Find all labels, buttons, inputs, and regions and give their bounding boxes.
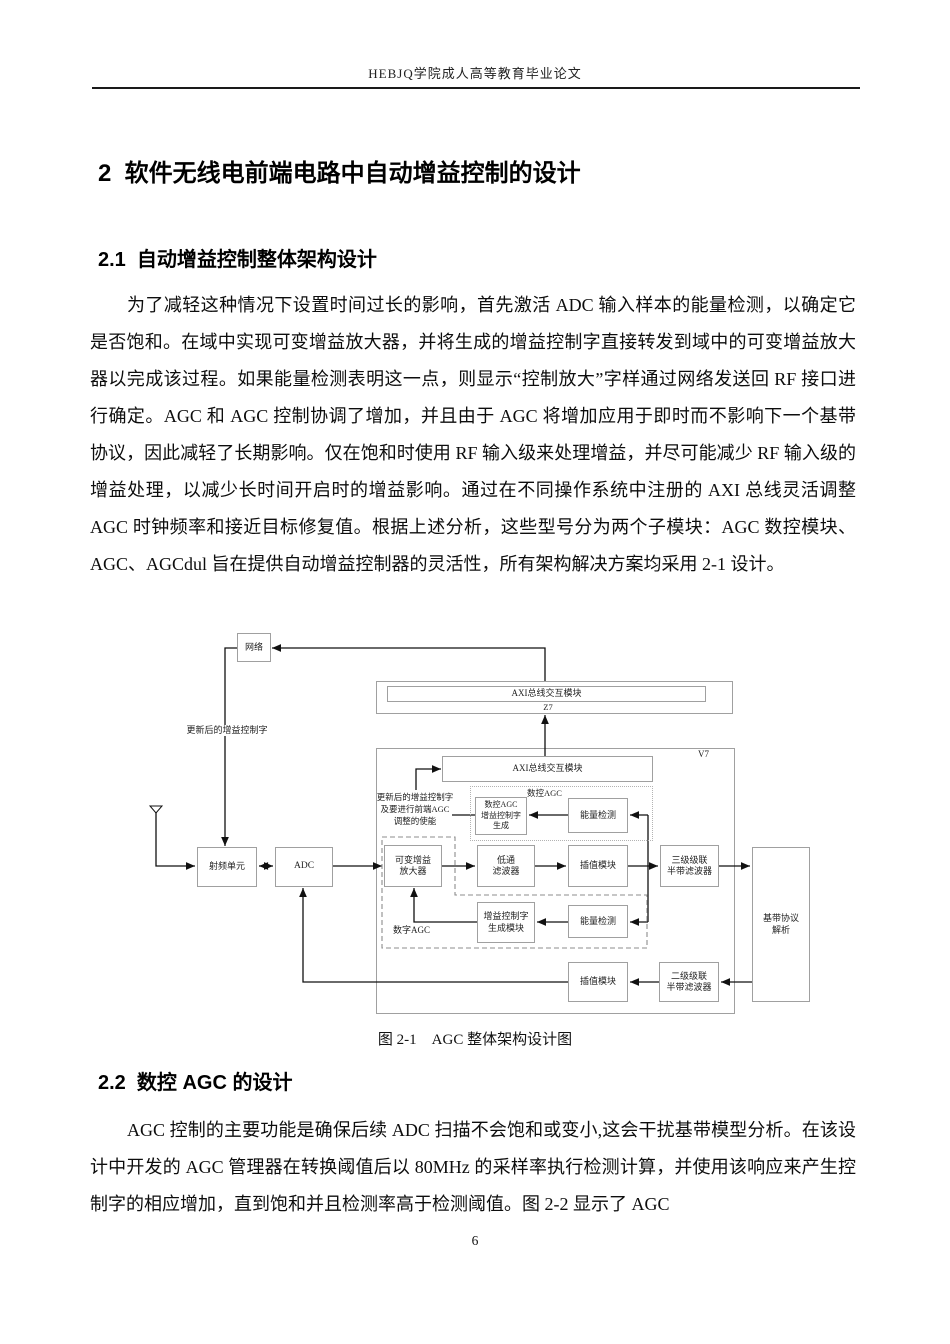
header-divider: [92, 87, 860, 89]
box-adc-label: ADC: [293, 861, 315, 872]
box-axi-v7: AXI总线交互模块: [442, 756, 653, 782]
box-axi-v7-label: AXI总线交互模块: [512, 763, 583, 774]
page-header-title: HEBJQ学院成人高等教育毕业论文: [368, 66, 582, 81]
box-energy-detect-bottom-label: 能量检测: [579, 915, 616, 926]
box-gain-word-gen-line1: 增益控制字: [483, 911, 529, 921]
box-hb2-filter-line2: 半带滤波器: [666, 982, 712, 992]
box-nc-gain-word-gen-line3: 生成: [493, 821, 509, 831]
box-hb2-filter: 二级级联 半带滤波器: [659, 962, 719, 1002]
box-lpf-line2: 滤波器: [492, 866, 520, 876]
box-hb3-filter-line1: 三级级联: [671, 854, 708, 865]
box-nc-gain-word-gen: 数控AGC 增益控制字 生成: [475, 797, 527, 835]
box-adc: ADC: [275, 847, 333, 887]
paragraph-1: 为了减轻这种情况下设置时间过长的影响，首先激活 ADC 输入样本的能量检测，以确…: [90, 295, 861, 574]
box-interp-top-label: 插值模块: [579, 860, 616, 871]
box-hb2-filter-line1: 二级级联: [670, 970, 707, 981]
box-hb3-filter-line2: 半带滤波器: [666, 866, 712, 876]
box-network-label: 网络: [244, 641, 263, 652]
box-rf-unit: 射频单元: [197, 847, 257, 887]
box-axi-z7-label: AXI总线交互模块: [511, 688, 582, 699]
box-energy-detect-top: 能量检测: [568, 798, 628, 833]
v7-region-label: V7: [698, 749, 709, 759]
box-axi-z7: AXI总线交互模块: [387, 686, 706, 702]
box-gain-word-gen-line2: 生成模块: [487, 922, 524, 933]
box-baseband-parse-line2: 解析: [771, 924, 790, 935]
box-interp-top: 插值模块: [568, 845, 628, 887]
box-interp-bottom-label: 插值模块: [579, 976, 616, 987]
box-nc-gain-word-gen-line1: 数控AGC: [484, 800, 518, 810]
antenna-feed-line: [155, 812, 195, 870]
frontend-note-line3: 调整的使能: [393, 816, 437, 826]
frontend-note-line1: 更新后的增益控制字: [376, 792, 454, 802]
digital-agc-dashed-region: [381, 836, 648, 949]
box-energy-detect-bottom: 能量检测: [568, 905, 628, 938]
frontend-note-line2: 及要进行前端AGC: [380, 804, 450, 814]
v7-region-box: [376, 748, 735, 1014]
nc-agc-region-label: 数控AGC: [527, 788, 562, 798]
diagram-lines: [148, 644, 752, 986]
section-2-2-heading: 2.2 数控 AGC 的设计: [98, 1072, 293, 1094]
z7-region-box: [376, 681, 733, 714]
box-gain-word-gen: 增益控制字 生成模块: [477, 902, 535, 943]
updated-gain-word-label: 更新后的增益控制字: [181, 725, 273, 736]
z7-region-label: Z7: [543, 702, 553, 712]
box-vga-line2: 放大器: [399, 866, 427, 876]
box-nc-gain-word-gen-line2: 增益控制字: [481, 810, 521, 820]
antenna-icon: [148, 805, 164, 814]
figure-caption: 图 2-1 AGC 整体架构设计图: [377, 1032, 573, 1048]
box-hb3-filter: 三级级联 半带滤波器: [660, 845, 719, 887]
box-energy-detect-top-label: 能量检测: [579, 809, 616, 820]
box-network: 网络: [237, 633, 271, 662]
section-2-1-heading: 2.1 自动增益控制整体架构设计: [98, 249, 377, 271]
page-number: 6: [471, 1233, 479, 1248]
box-baseband-parse-line1: 基带协议: [762, 913, 799, 923]
chapter-heading: 2 软件无线电前端电路中自动增益控制的设计: [98, 160, 581, 187]
paragraph-2: AGC 控制的主要功能是确保后续 ADC 扫描不会饱和或变小,这会干扰基带模型分…: [90, 1120, 856, 1214]
box-vga: 可变增益 放大器: [384, 845, 442, 887]
frontend-note-label: 更新后的增益控制字 及要进行前端AGC 调整的使能: [375, 791, 455, 827]
box-rf-unit-label: 射频单元: [208, 861, 245, 872]
box-baseband-parse: 基带协议 解析: [752, 847, 810, 1002]
nc-agc-dotted-region: [470, 786, 653, 841]
box-lpf: 低通 滤波器: [477, 845, 535, 887]
box-vga-line1: 可变增益: [394, 854, 431, 865]
box-lpf-line1: 低通: [496, 854, 515, 865]
box-interp-bottom: 插值模块: [568, 962, 628, 1002]
digital-agc-region-label: 数字AGC: [393, 925, 431, 935]
